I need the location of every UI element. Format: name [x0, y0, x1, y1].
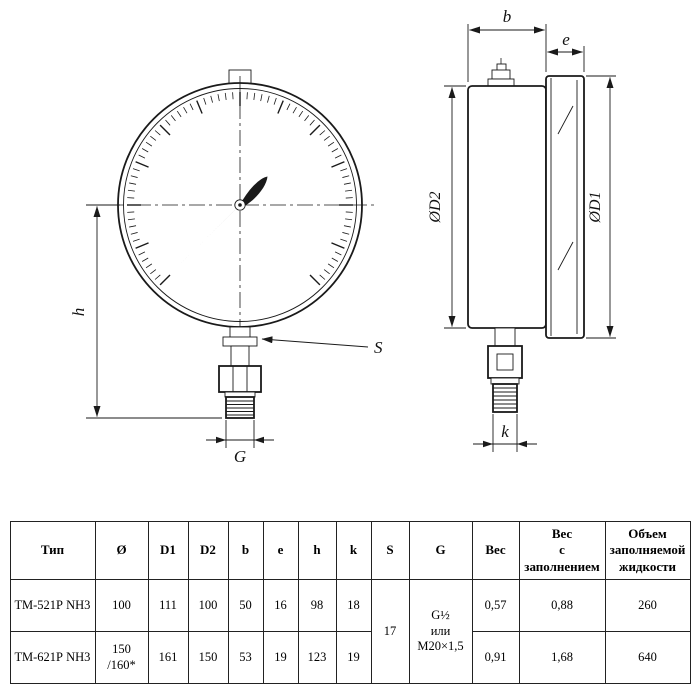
arrowhead [216, 436, 226, 444]
arrowhead [517, 440, 527, 448]
cell-h: 98 [297, 579, 337, 632]
cell-D1: 161 [147, 631, 189, 684]
fill-valve-body [491, 69, 511, 80]
cell-e: 16 [262, 579, 299, 632]
cell-volume: 640 [604, 631, 691, 684]
pointer-needle [178, 203, 242, 266]
front-view [108, 69, 374, 419]
dim-label-b: b [503, 7, 512, 26]
hex-nut [218, 365, 262, 393]
col-header-dia: Ø [94, 521, 149, 580]
dimension-b: b [467, 7, 547, 82]
dim-label-D1: ØD1 [587, 191, 604, 223]
leader-S: S [261, 336, 383, 357]
cell-weight-filled: 1,68 [518, 631, 606, 684]
dimension-k: k [473, 414, 537, 452]
table-row: ТМ-621Р NH3 150 /160* 161 150 53 19 123 … [9, 631, 691, 684]
cell-b: 50 [227, 579, 264, 632]
col-header-e: e [262, 521, 299, 580]
cell-k: 18 [335, 579, 372, 632]
dimension-e: e [547, 30, 585, 72]
dimension-D1: ØD1 [586, 75, 616, 339]
col-header-D2: D2 [187, 521, 229, 580]
stem-clamp [222, 336, 258, 347]
col-header-h: h [297, 521, 337, 580]
cell-G-shared: G½ или M20×1,5 [408, 579, 473, 684]
case-side [467, 85, 547, 329]
thread-stub [225, 396, 255, 419]
arrowhead [254, 436, 264, 444]
cell-e: 19 [262, 631, 299, 684]
technical-drawing: h G S [69, 7, 616, 466]
dim-label-S: S [374, 338, 383, 357]
col-header-volume: Объем заполняемой жидкости [604, 521, 691, 580]
stem-body [230, 345, 250, 367]
dial-ticks [127, 92, 353, 286]
col-header-k: k [335, 521, 372, 580]
bezel-side [545, 75, 585, 339]
arrowhead [483, 440, 493, 448]
col-header-G: G [408, 521, 473, 580]
stem-neck-side [494, 327, 516, 347]
cell-dia: 150 /160* [94, 631, 149, 684]
cell-weight: 0,91 [471, 631, 520, 684]
dim-label-D2: ØD2 [427, 191, 444, 223]
cell-weight-filled: 0,88 [518, 579, 606, 632]
dimension-D2: ØD2 [427, 85, 466, 329]
cell-D2: 150 [187, 631, 229, 684]
thread-stub-side [492, 383, 518, 413]
cell-volume: 260 [604, 579, 691, 632]
dimension-G: G [206, 420, 274, 466]
cell-D2: 100 [187, 579, 229, 632]
cell-S-shared: 17 [370, 579, 410, 684]
square-hole [496, 353, 514, 371]
col-header-S: S [370, 521, 410, 580]
spec-table: Тип Ø D1 D2 b e h k S G Вес Вес с заполн… [9, 521, 691, 684]
col-header-type: Тип [9, 521, 96, 580]
pointer-tail [241, 176, 268, 206]
dimension-h: h [69, 204, 222, 419]
cell-type: ТМ-521Р NH3 [9, 579, 96, 632]
col-header-D1: D1 [147, 521, 189, 580]
table-row: ТМ-521Р NH3 100 111 100 50 16 98 18 17 G… [9, 579, 691, 684]
cell-b: 53 [227, 631, 264, 684]
cell-dia: 100 [94, 579, 149, 632]
cell-h: 123 [297, 631, 337, 684]
col-header-b: b [227, 521, 264, 580]
dim-label-k: k [501, 422, 509, 441]
square-block [487, 345, 523, 379]
header-row: Тип Ø D1 D2 b e h k S G Вес Вес с заполн… [9, 521, 691, 580]
dim-label-e: e [562, 30, 570, 49]
leader-line [261, 336, 369, 348]
cell-k: 19 [335, 631, 372, 684]
glass-reflection [557, 241, 574, 271]
cell-type: ТМ-621Р NH3 [9, 631, 96, 684]
cell-weight: 0,57 [471, 579, 520, 632]
dim-label-h: h [69, 308, 88, 317]
side-view [467, 58, 585, 413]
cell-D1: 111 [147, 579, 189, 632]
dim-label-G: G [234, 447, 246, 466]
pointer-pivot [238, 203, 242, 207]
glass-reflection [557, 105, 574, 135]
col-header-weight-filled: Вес с заполнением [518, 521, 606, 580]
col-header-weight: Вес [471, 521, 520, 580]
